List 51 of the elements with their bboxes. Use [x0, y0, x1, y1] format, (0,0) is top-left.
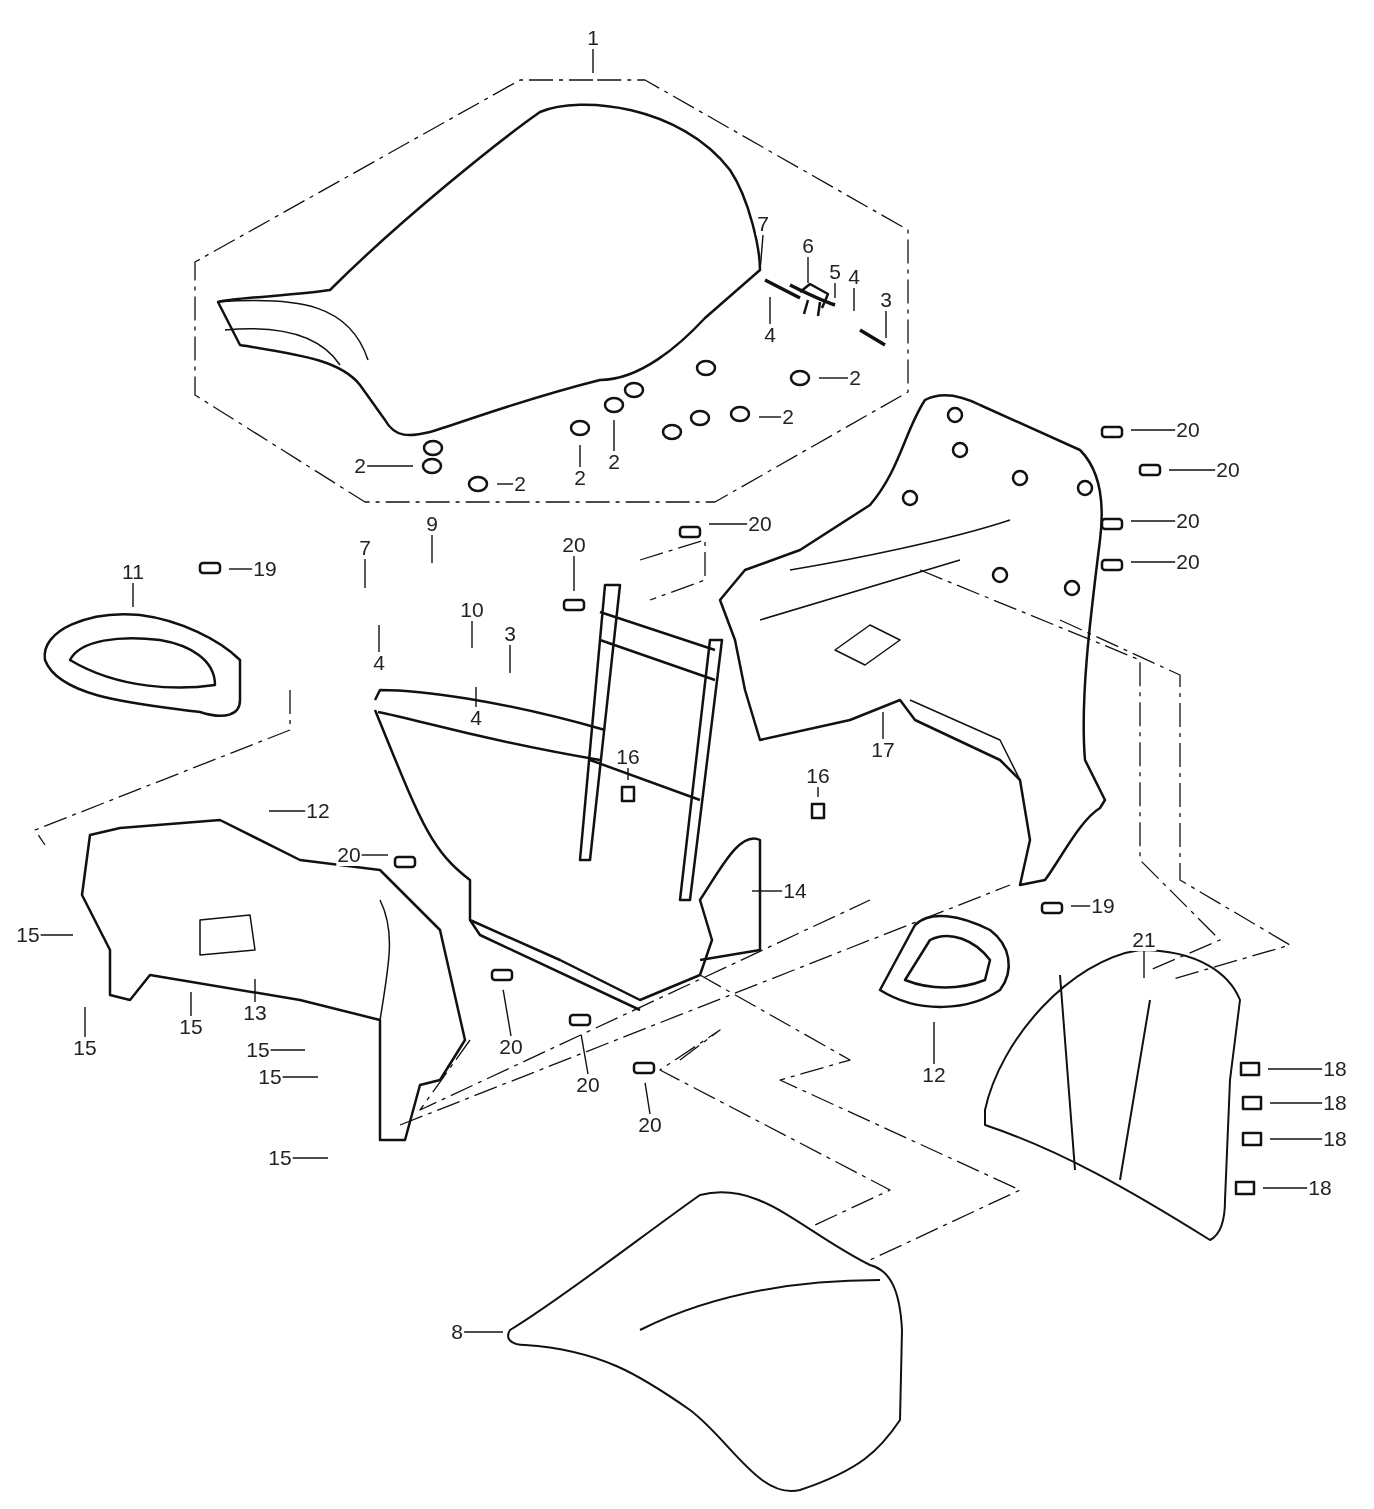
leader-line — [254, 978, 256, 1003]
leader-line — [1143, 950, 1145, 979]
leader-line — [132, 582, 134, 608]
leader-line — [613, 419, 615, 452]
leader-line — [502, 989, 512, 1037]
leader-line — [885, 310, 887, 339]
leader-line — [378, 624, 380, 653]
leader-line — [708, 523, 749, 525]
leader-line — [475, 686, 477, 708]
leader-line — [509, 644, 511, 674]
leader-line — [758, 416, 782, 418]
leader-line — [1130, 520, 1177, 522]
leader-line — [1130, 561, 1177, 563]
leader-line — [807, 256, 809, 284]
leader-line — [84, 1006, 86, 1038]
leader-line — [817, 786, 819, 798]
leader-line — [751, 890, 784, 892]
leader-line — [580, 1034, 589, 1075]
leader-line — [579, 444, 581, 468]
leader-line — [471, 620, 473, 649]
leader-line — [291, 1157, 329, 1159]
leader-line — [1130, 429, 1177, 431]
leader-line — [1262, 1187, 1309, 1189]
leader-line — [190, 991, 192, 1017]
leader-line — [281, 1076, 319, 1078]
leader-line — [268, 810, 307, 812]
leader-line — [360, 854, 389, 856]
leader-line — [431, 534, 433, 564]
leader-line — [1070, 905, 1092, 907]
leader-line — [769, 296, 771, 325]
leader-line — [39, 934, 74, 936]
leader-line — [269, 1049, 306, 1051]
leader-line — [933, 1021, 935, 1065]
leader-line — [228, 568, 254, 570]
leader-line — [364, 558, 366, 589]
leader-line — [366, 465, 414, 467]
leader-line — [592, 48, 594, 74]
leader-line — [834, 282, 836, 299]
leader-line — [627, 767, 629, 781]
leader-line — [644, 1082, 651, 1115]
leader-line — [463, 1331, 504, 1333]
leader-line — [1267, 1068, 1324, 1070]
leader-line — [853, 287, 855, 312]
leader-line — [1168, 469, 1217, 471]
leader-line — [1269, 1102, 1324, 1104]
leader-line — [573, 555, 575, 592]
leader-line — [496, 483, 514, 485]
leader-line — [1269, 1138, 1324, 1140]
leader-line — [882, 711, 884, 740]
leader-line — [818, 377, 849, 379]
leader-line — [759, 234, 764, 266]
